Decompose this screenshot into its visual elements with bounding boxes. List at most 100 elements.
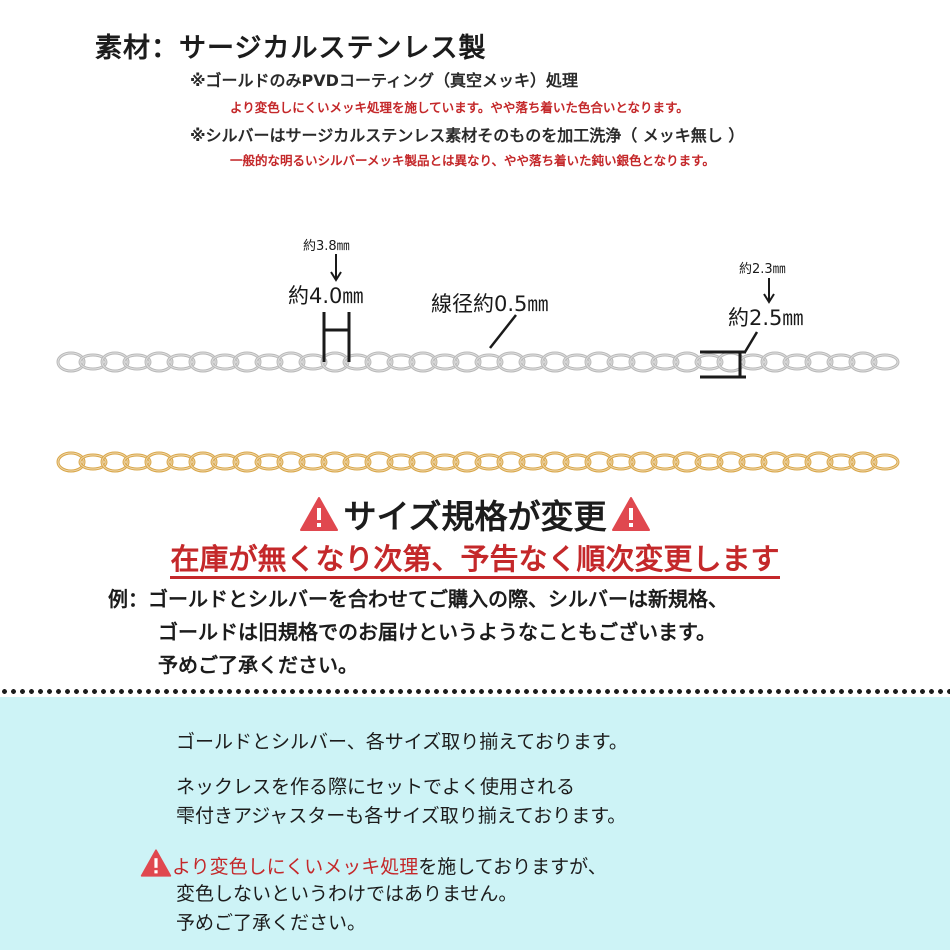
old-length-arrowhead: [330, 271, 342, 282]
silver-chain-link-highlight: [651, 354, 679, 370]
silver-chain-link-highlight: [79, 354, 107, 370]
chain-svg: [56, 254, 900, 473]
gold-chain-link-highlight: [717, 452, 745, 472]
old-width-label: 約2.3㎜: [739, 262, 786, 277]
gold-chain-link-highlight: [607, 454, 635, 470]
gold-chain-link-highlight: [321, 452, 349, 472]
size-change-notice-text: 在庫が無くなり次第、予告なく順次変更します: [170, 542, 780, 579]
silver-note-detail: 一般的な明るいシルバーメッキ製品とは異なり、やや落ち着いた鈍い銀色となります。: [230, 153, 715, 168]
example-line-2: ゴールドは旧規格でのお届けというようなこともございます。: [158, 620, 716, 644]
warning-triangle-icon: [300, 497, 339, 531]
silver-chain-link-highlight: [167, 354, 195, 370]
gold-chain-link-highlight: [783, 454, 811, 470]
silver-chain-link-highlight: [343, 354, 371, 370]
gold-chain-link-highlight: [673, 452, 701, 472]
silver-chain-link-highlight: [277, 352, 305, 372]
gold-chain-link-highlight: [695, 454, 723, 470]
gold-chain-link-highlight: [233, 452, 261, 472]
silver-chain-link-highlight: [673, 352, 701, 372]
material-title: 素材：サージカルステンレス製: [95, 33, 487, 64]
silver-chain-link-highlight: [409, 352, 437, 372]
gold-chain-link-highlight: [827, 454, 855, 470]
gold-chain-link-highlight: [629, 452, 657, 472]
silver-chain-link-highlight: [123, 354, 151, 370]
size-change-heading-text: サイズ規格が変更: [343, 497, 607, 536]
gold-chain-link-highlight: [167, 454, 195, 470]
silver-chain-link-highlight: [783, 354, 811, 370]
gold-chain-link-highlight: [805, 452, 833, 472]
example-line-1: 例：ゴールドとシルバーを合わせてご購入の際、シルバーは新規格、: [108, 587, 728, 611]
silver-chain-link-highlight: [189, 352, 217, 372]
gold-chain-link-highlight: [189, 452, 217, 472]
silver-chain-link-highlight: [519, 354, 547, 370]
silver-chain-link-highlight: [211, 354, 239, 370]
size-change-heading: サイズ規格が変更: [0, 490, 950, 538]
silver-chain-link-highlight: [475, 354, 503, 370]
gold-chain-link-highlight: [871, 454, 899, 470]
info-line-4-rest: を施しておりますが、: [418, 856, 607, 878]
silver-chain-link-highlight: [827, 354, 855, 370]
silver-chain-link-highlight: [607, 354, 635, 370]
silver-chain-link-highlight: [761, 352, 789, 372]
silver-chain-link-highlight: [145, 352, 173, 372]
silver-chain-link-highlight: [387, 354, 415, 370]
gold-chain-link-highlight: [409, 452, 437, 472]
gold-chain-link-highlight: [651, 454, 679, 470]
gold-chain-link-highlight: [475, 454, 503, 470]
old-width-arrowhead: [763, 293, 775, 304]
gold-coating-note: ※ゴールドのみPVDコーティング（真空メッキ）処理: [190, 71, 578, 90]
gold-chain-link-highlight: [585, 452, 613, 472]
silver-chain-link-highlight: [431, 354, 459, 370]
gold-chain-link-highlight: [123, 454, 151, 470]
silver-chain-link-highlight: [255, 354, 283, 370]
gold-chain-link-highlight: [761, 452, 789, 472]
silver-chain-link-highlight: [585, 352, 613, 372]
silver-chain-link-highlight: [871, 354, 899, 370]
silver-chain-link-highlight: [805, 352, 833, 372]
new-width-label: 約2.5㎜: [728, 306, 804, 330]
silver-chain-link-highlight: [695, 354, 723, 370]
gold-coating-note-detail: より変色しにくいメッキ処理を施しています。やや落ち着いた色合いとなります。: [230, 100, 689, 115]
size-change-notice: 在庫が無くなり次第、予告なく順次変更します: [0, 536, 950, 579]
silver-chain-link-highlight: [563, 354, 591, 370]
silver-chain-link-highlight: [101, 352, 129, 372]
silver-chain-link-highlight: [849, 352, 877, 372]
dotted-divider: [0, 689, 950, 694]
old-length-label: 約3.8㎜: [303, 239, 350, 254]
warning-triangle-icon: [611, 497, 650, 531]
info-line-1: ゴールドとシルバー、各サイズ取り揃えております。: [176, 731, 628, 753]
silver-chain-link-highlight: [453, 352, 481, 372]
gold-chain-link-highlight: [387, 454, 415, 470]
example-line-3: 予めご了承ください。: [158, 653, 358, 677]
info-line-4-highlight: より変色しにくいメッキ処理: [172, 856, 419, 878]
silver-chain-link-highlight: [365, 352, 393, 372]
gold-chain-link-highlight: [299, 454, 327, 470]
gold-chain-link-highlight: [519, 454, 547, 470]
warning-triangle-icon: [140, 849, 172, 877]
silver-chain-link-highlight: [299, 354, 327, 370]
wire-diameter-label: 線径約0.5㎜: [431, 292, 549, 316]
silver-chain-link-highlight: [57, 352, 85, 372]
gold-chain-link-highlight: [365, 452, 393, 472]
silver-chain-link-highlight: [233, 352, 261, 372]
info-line-2: ネックレスを作る際にセットでよく使用される: [176, 776, 576, 798]
wire-pointer-line: [489, 314, 517, 349]
gold-chain-link-highlight: [541, 452, 569, 472]
gold-chain-link-highlight: [431, 454, 459, 470]
gold-chain-link-highlight: [211, 454, 239, 470]
gold-chain-link-highlight: [255, 454, 283, 470]
gold-chain-link-highlight: [57, 452, 85, 472]
example-text: 例：ゴールドとシルバーを合わせてご購入の際、シルバーは新規格、 ゴールドは旧規格…: [108, 583, 728, 682]
gold-chain-link-highlight: [563, 454, 591, 470]
info-line-5: 変色しないというわけではありません。: [176, 883, 518, 905]
width-pointer-line: [743, 331, 759, 353]
silver-chain-link-highlight: [541, 352, 569, 372]
silver-chain-link-highlight: [629, 352, 657, 372]
gold-chain-link-highlight: [849, 452, 877, 472]
gold-chain-link-highlight: [277, 452, 305, 472]
gold-chain-link-highlight: [739, 454, 767, 470]
gold-chain-link-highlight: [101, 452, 129, 472]
silver-chain-link-highlight: [497, 352, 525, 372]
gold-chain-link-highlight: [343, 454, 371, 470]
info-line-3: 雫付きアジャスターも各サイズ取り揃えております。: [176, 805, 627, 827]
